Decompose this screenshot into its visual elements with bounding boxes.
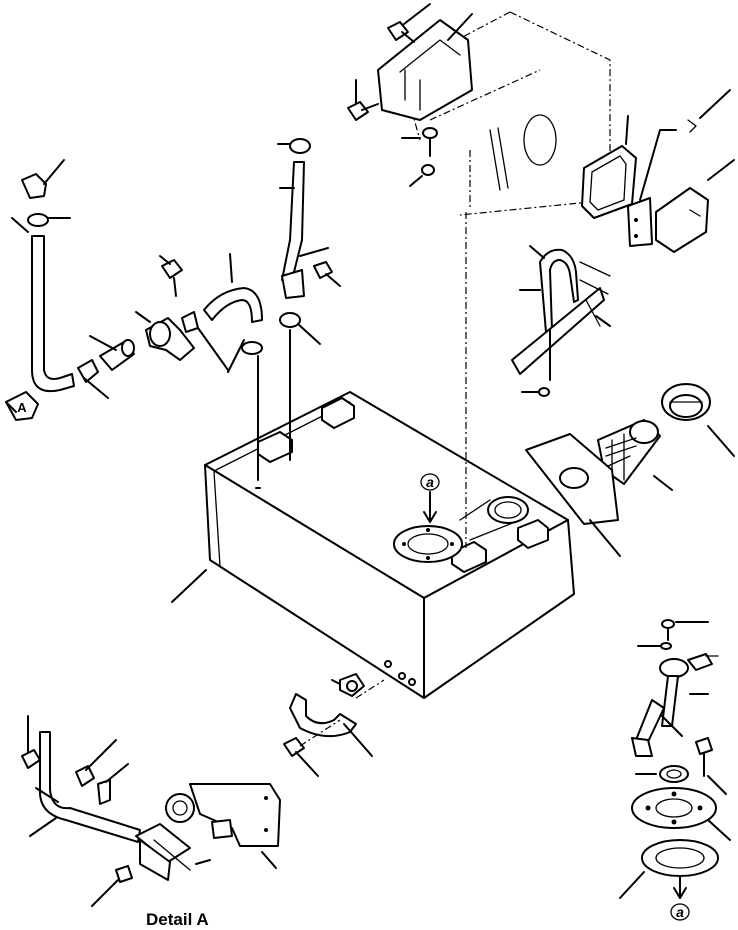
leader-line xyxy=(447,13,473,41)
top-bolt-1 xyxy=(387,3,431,43)
access-cover-plate xyxy=(627,89,735,253)
leader-line-tank xyxy=(171,569,207,603)
detail-label: Detail A xyxy=(146,910,209,929)
mount-bolt-left xyxy=(159,255,183,297)
ref-marker-bottom: a xyxy=(676,904,684,920)
filler-flange xyxy=(525,433,621,557)
clamp-pair xyxy=(197,327,263,489)
small-clamp xyxy=(181,311,199,333)
filler-cap xyxy=(661,383,735,457)
view-marker-label: A xyxy=(17,400,27,415)
ref-marker-top: a xyxy=(426,474,434,490)
filler-strainer xyxy=(597,419,673,491)
top-washer xyxy=(409,164,435,187)
detail-a-assembly xyxy=(21,715,281,907)
tank-strap-clamp xyxy=(289,673,385,757)
fuel-sender-assembly: a xyxy=(619,619,731,921)
view-marker-a: A xyxy=(5,391,39,421)
short-hose xyxy=(203,253,263,323)
top-bolt-3 xyxy=(401,127,438,157)
supply-pipe-left xyxy=(31,235,75,392)
fuel-filter xyxy=(77,335,135,399)
strap-bolt xyxy=(283,719,341,777)
top-bolt-2 xyxy=(347,79,379,121)
hose-clamp-left xyxy=(11,213,71,233)
access-gasket xyxy=(581,115,637,219)
tank-top-cover xyxy=(377,11,611,216)
fuel-tank: a xyxy=(204,391,575,699)
vent-tube-right xyxy=(511,245,611,397)
return-hose-top xyxy=(277,138,341,461)
elbow-fitting xyxy=(21,159,65,199)
filter-bracket xyxy=(135,311,195,361)
